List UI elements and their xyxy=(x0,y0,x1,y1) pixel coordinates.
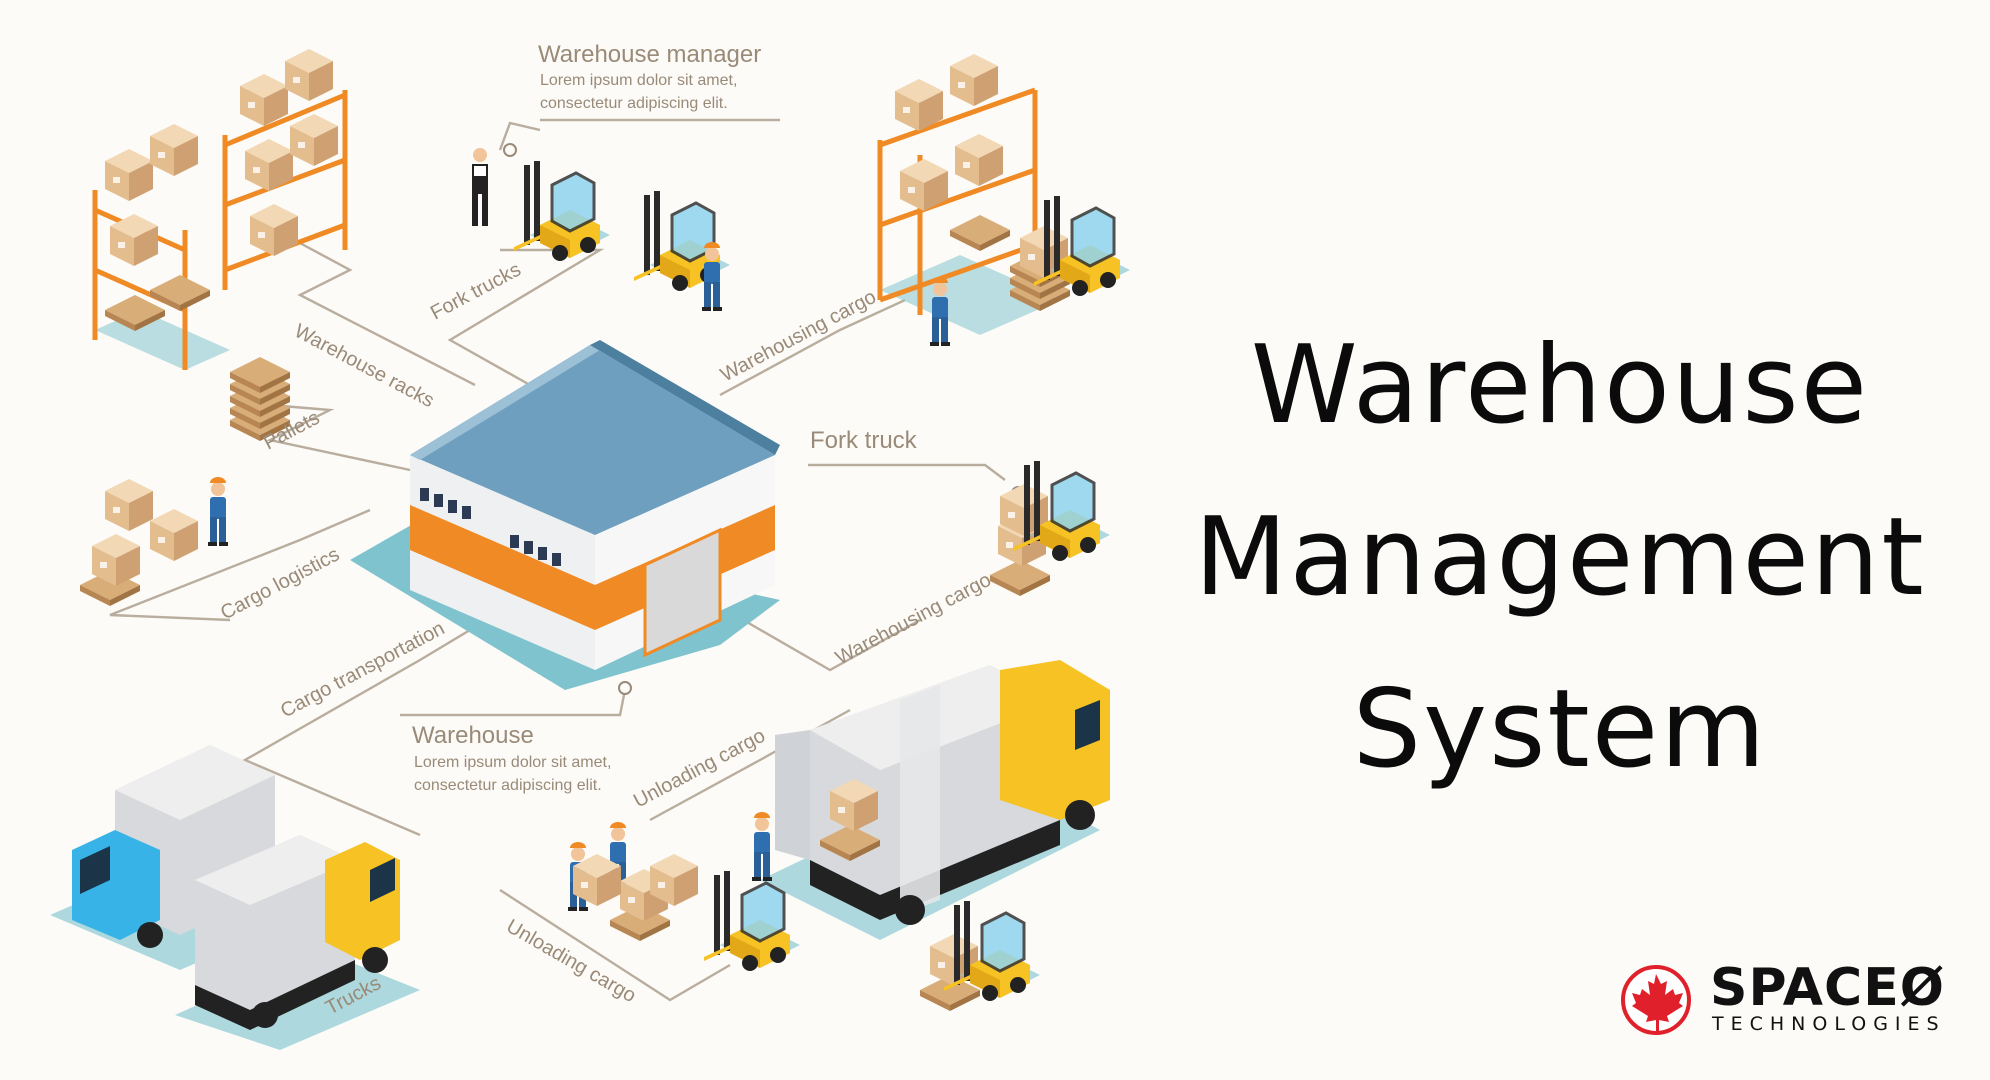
warehouse-manager-desc-line2: consectetur adipiscing elit. xyxy=(540,95,728,112)
title-line-2: Management xyxy=(1150,472,1970,644)
fork-trucks-label: Fork trucks xyxy=(427,259,525,325)
warehousing-cargo-top-label: Warehousing cargo xyxy=(717,286,880,386)
unloading-cargo-top-label: Unloading cargo xyxy=(630,725,769,813)
warehouse-racks-label: Warehouse racks xyxy=(291,320,438,412)
cargo-logistics-label: Cargo logistics xyxy=(217,543,343,624)
brand-name: SPACEØ xyxy=(1710,958,1945,1018)
brand-subtitle: TECHNOLOGIES xyxy=(1712,1013,1946,1035)
warehouse-manager-desc-line1: Lorem ipsum dolor sit amet, xyxy=(540,72,737,89)
cargo-transportation-label: Cargo transportation xyxy=(277,617,448,722)
fork-truck-label: Fork truck xyxy=(810,427,918,454)
trucks-illustration xyxy=(50,745,420,1050)
cargo-logistics-illustration xyxy=(80,477,228,606)
page-title: Warehouse Management System xyxy=(1150,300,1970,816)
warehouse-desc-line1: Lorem ipsum dolor sit amet, xyxy=(414,754,611,771)
title-line-1: Warehouse xyxy=(1150,300,1970,472)
warehouse-manager-label: Warehouse manager xyxy=(538,41,761,68)
warehouse-racks-illustration xyxy=(95,49,345,370)
warehouse-label: Warehouse xyxy=(412,722,534,749)
warehousing-cargo-right-label: Warehousing cargo xyxy=(832,569,995,669)
unloading-cargo-illustration xyxy=(568,660,1110,1011)
fork-truck-illustration xyxy=(990,461,1110,596)
warehousing-cargo-rack-illustration xyxy=(880,54,1130,346)
fork-trucks-illustration xyxy=(472,148,730,311)
title-line-3: System xyxy=(1150,644,1970,816)
warehouse-desc-line2: consectetur adipiscing elit. xyxy=(414,777,602,794)
